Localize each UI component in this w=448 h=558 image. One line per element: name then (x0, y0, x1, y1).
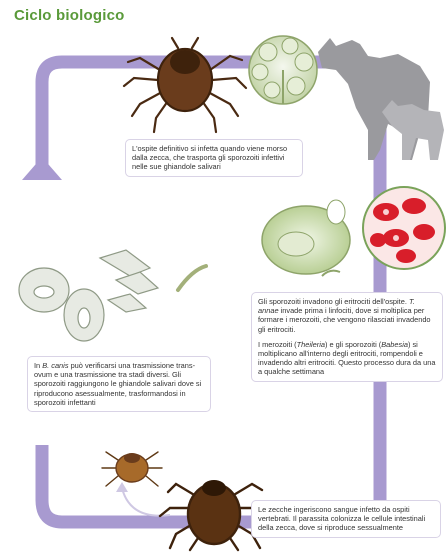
erythrocyte-invasion-note: Gli sporozoiti invadono gli eritrociti d… (251, 292, 443, 382)
host-infection-text: L'ospite definitivo si infetta quando vi… (132, 144, 296, 172)
tick-gut-text: Le zecche ingeriscono sangue infetto da … (258, 505, 434, 533)
infected-erythrocytes-icon (363, 187, 445, 269)
canis-text: In B. canis può verificarsi una trasmiss… (34, 361, 204, 407)
nymph-tick-icon (102, 452, 162, 486)
host-infection-note: L'ospite definitivo si infetta quando vi… (125, 139, 303, 177)
salivary-gland-icon (249, 36, 317, 104)
invasion-paragraph-2: I merozoiti (Theileria) e gli sporozoiti… (258, 340, 436, 377)
invasion-paragraph-1: Gli sporozoiti invadono gli eritrociti d… (258, 297, 436, 334)
infected-red-cell-icon (262, 200, 350, 276)
lymphocyte-icon (19, 250, 206, 341)
adult-tick-icon (124, 38, 246, 132)
cycle-arrowhead-icon (22, 157, 62, 180)
dog-silhouette-icon (318, 38, 444, 160)
small-return-arrow (116, 482, 170, 516)
tick-gut-note: Le zecche ingeriscono sangue infetto da … (251, 500, 441, 538)
transovarial-transmission-note: In B. canis può verificarsi una trasmiss… (27, 356, 211, 412)
